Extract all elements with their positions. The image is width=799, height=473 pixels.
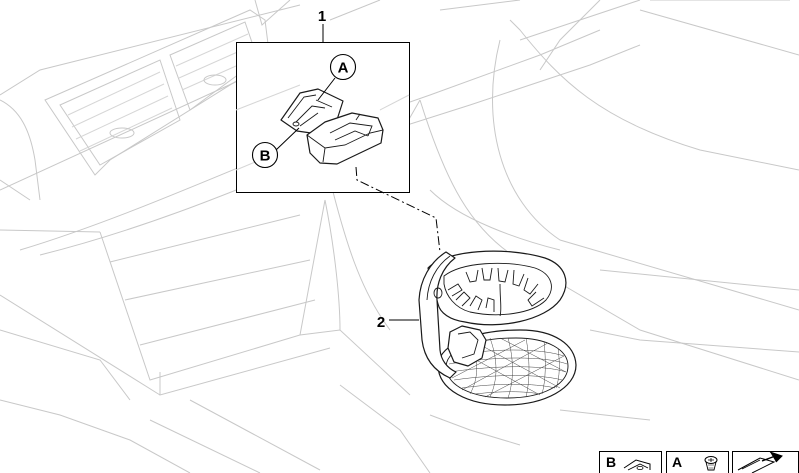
callout-b-label: B <box>260 148 271 165</box>
screw-icon <box>704 456 718 471</box>
part-1-bracket <box>280 88 384 165</box>
legend-a-label: A <box>672 454 682 470</box>
parts-legend: B A <box>599 451 799 473</box>
callout-2: 2 <box>377 314 419 331</box>
base-mesh-pattern <box>448 337 568 399</box>
callout-2-label: 2 <box>377 314 385 331</box>
assembly-connector-line <box>355 166 441 253</box>
callout-a: A <box>317 53 357 101</box>
legend-b-label: B <box>606 454 616 470</box>
callout-1-label: 1 <box>318 8 326 25</box>
part-2-cup-holder <box>418 250 577 406</box>
callout-1: 1 <box>318 8 326 42</box>
callout-a-label: A <box>338 60 349 77</box>
clip-nut-icon <box>623 459 651 471</box>
assembly-arrow-icon <box>737 451 783 473</box>
callout-b: B <box>251 127 300 169</box>
